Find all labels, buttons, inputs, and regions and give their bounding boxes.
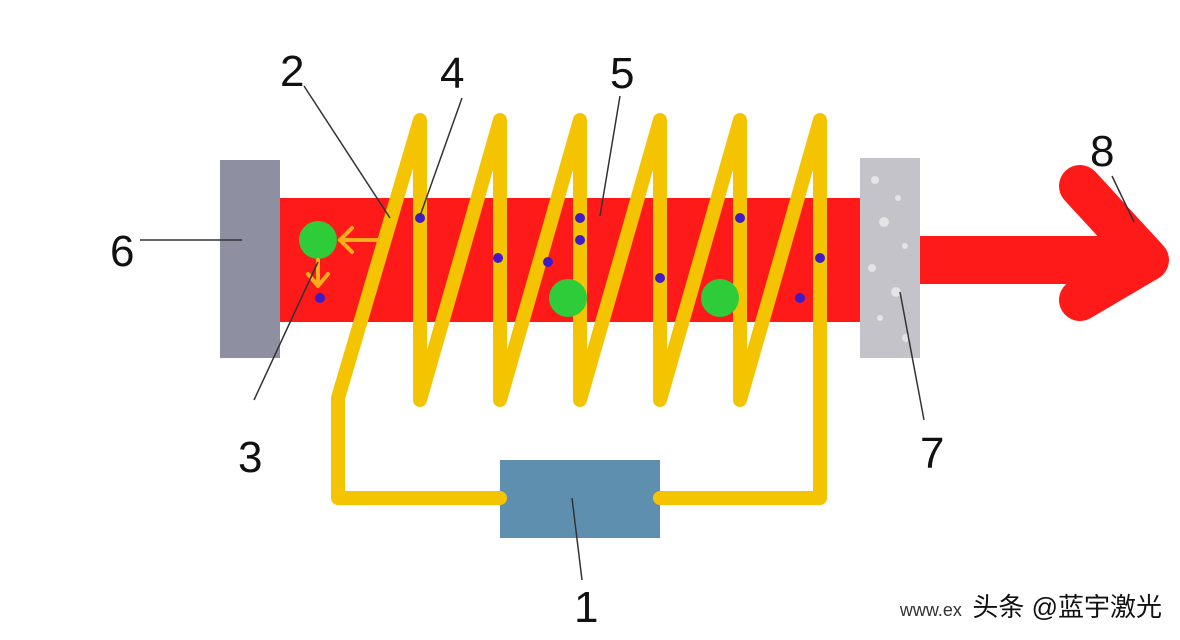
photon xyxy=(815,253,825,263)
callout-7: 7 xyxy=(920,429,944,478)
leader-line-1 xyxy=(571,497,583,581)
callout-6: 6 xyxy=(110,227,134,276)
callout-5: 5 xyxy=(610,49,634,98)
callout-2: 2 xyxy=(280,47,304,96)
excitation-coil xyxy=(331,113,827,505)
full-mirror xyxy=(220,160,280,358)
callout-3: 3 xyxy=(238,433,262,482)
photon xyxy=(655,273,665,283)
photon xyxy=(575,235,585,245)
photon xyxy=(493,253,503,263)
photon xyxy=(735,213,745,223)
leader-line-3 xyxy=(253,261,319,401)
photons xyxy=(315,213,825,303)
photon xyxy=(575,213,585,223)
emission-arrows xyxy=(306,226,380,288)
photon xyxy=(315,293,325,303)
callout-1: 1 xyxy=(574,583,598,632)
excited-atom xyxy=(701,279,739,317)
excited-atom xyxy=(549,279,587,317)
watermark: www.ex 头条 @蓝宇激光 xyxy=(900,587,1162,624)
partial-mirror xyxy=(860,158,920,358)
excited-atoms xyxy=(299,221,739,317)
callout-4: 4 xyxy=(440,49,464,98)
power-supply xyxy=(500,460,660,538)
leader-line-7 xyxy=(899,291,925,421)
leader-line-8 xyxy=(1111,175,1135,223)
photon xyxy=(795,293,805,303)
watermark-url: www.ex xyxy=(899,600,962,620)
watermark-author: 头条 @蓝宇激光 xyxy=(972,592,1162,622)
output-beam-arrowhead xyxy=(1059,165,1169,321)
partial-mirror-texture xyxy=(868,176,910,342)
photon xyxy=(415,213,425,223)
leader-line-5 xyxy=(599,95,621,217)
callout-8: 8 xyxy=(1090,127,1114,176)
leader-line-2 xyxy=(303,85,391,219)
photon xyxy=(543,257,553,267)
excited-atom xyxy=(299,221,337,259)
leader-line-4 xyxy=(419,97,463,217)
